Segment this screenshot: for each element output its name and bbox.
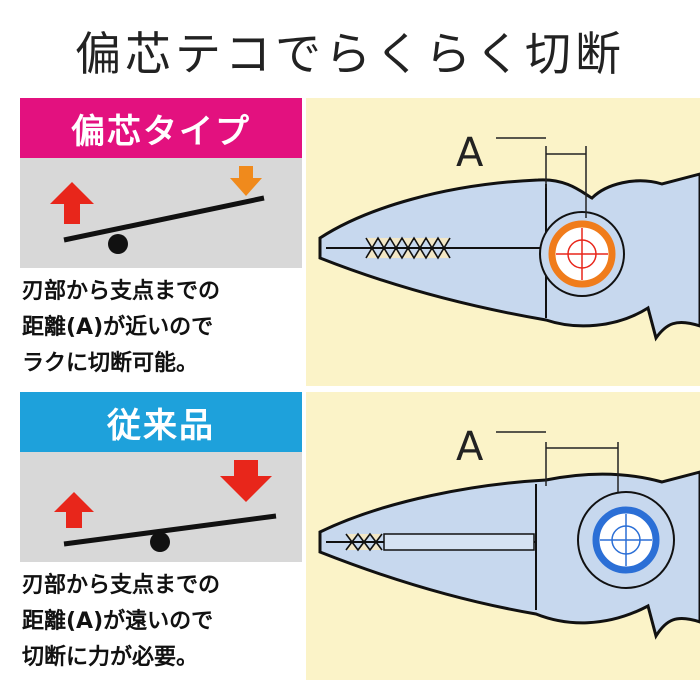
offset-explanation: 偏芯タイプ 刃部から支点までの 距離(A)が近いので ラクに切断可能。: [0, 98, 302, 386]
lever-bar: [63, 195, 265, 243]
desc-line: 切断に力が必要。: [22, 645, 199, 670]
dimension-a-label: A: [456, 424, 484, 470]
normal-explanation: 従来品 刃部から支点までの 距離(A)が遠いので 切断に力が必要。: [0, 392, 302, 680]
normal-plier-illustration: A: [306, 392, 700, 680]
fulcrum-dot: [108, 234, 128, 254]
dimension-a-label: A: [456, 130, 484, 176]
normal-type-panel: 従来品 刃部から支点までの 距離(A)が遠いので 切断に力が必要。: [0, 392, 700, 680]
offset-description: 刃部から支点までの 距離(A)が近いので ラクに切断可能。: [22, 274, 312, 382]
red-up-arrow-icon: [50, 182, 94, 224]
offset-type-panel: 偏芯タイプ 刃部から支点までの 距離(A)が近いので ラクに切断可能。: [0, 98, 700, 386]
blade-slot: [383, 533, 535, 551]
desc-line: 刃部から支点までの: [22, 279, 221, 304]
desc-line: ラクに切断可能。: [22, 351, 199, 376]
normal-description: 刃部から支点までの 距離(A)が遠いので 切断に力が必要。: [22, 568, 312, 676]
offset-type-badge: 偏芯タイプ: [20, 98, 302, 158]
fulcrum-dot: [150, 532, 170, 552]
offset-lever-diagram: [20, 158, 302, 268]
normal-lever-diagram: [20, 452, 302, 562]
red-up-arrow-icon: [54, 492, 94, 528]
desc-line: 距離(A)が近いので: [22, 315, 214, 340]
lever-bar: [63, 513, 277, 547]
jaw-teeth: [345, 532, 383, 552]
jaw-teeth: [365, 236, 451, 260]
offset-plier-illustration: A: [306, 98, 700, 386]
normal-type-badge: 従来品: [20, 392, 302, 452]
orange-down-arrow-icon: [230, 166, 262, 196]
page-title: 偏芯テコでらくらく切断: [75, 27, 625, 81]
desc-line: 距離(A)が遠いので: [22, 609, 214, 634]
red-down-arrow-icon: [220, 460, 272, 502]
desc-line: 刃部から支点までの: [22, 573, 221, 598]
